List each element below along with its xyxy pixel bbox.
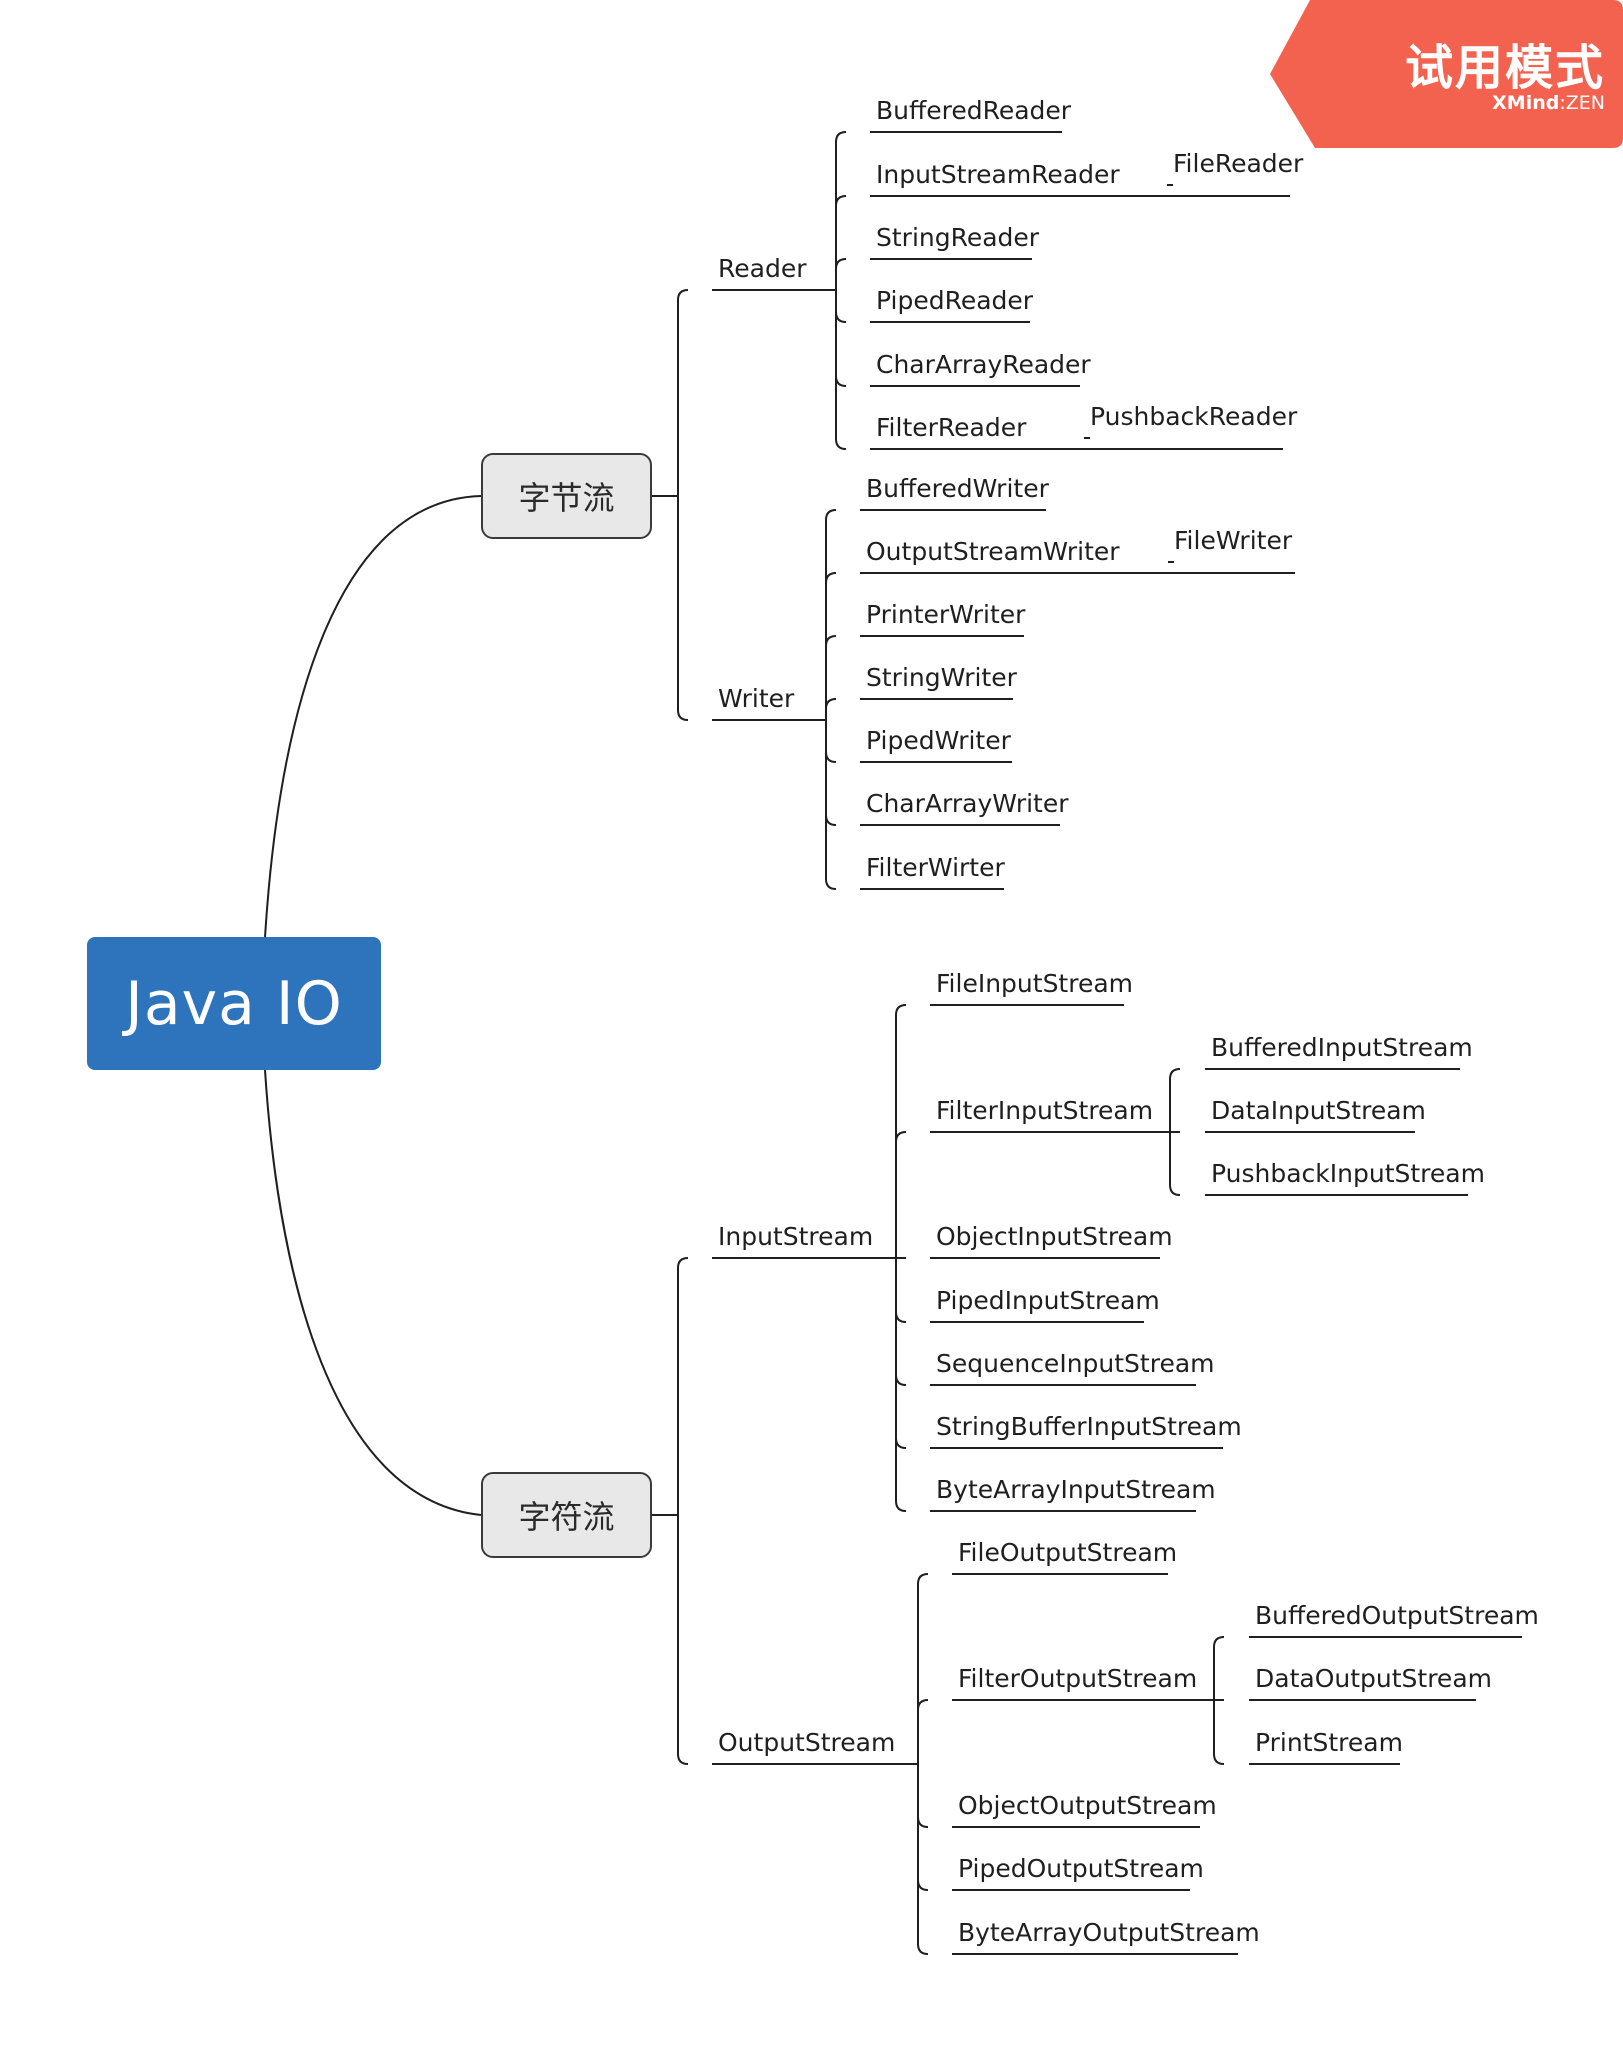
root-to-char-stream-curve <box>264 1069 482 1516</box>
input-stream-bracket-branch-1 <box>895 1131 907 1258</box>
main-topic-byte-stream[interactable]: 字节流 <box>481 453 652 539</box>
filter-reader[interactable]: FilterReader <box>876 413 1027 442</box>
input-stream-bracket-branch-3 <box>895 1258 907 1323</box>
byte-stream-bracket-branch-1 <box>677 496 689 721</box>
char-array-reader[interactable]: CharArrayReader <box>876 350 1091 379</box>
filter-output-stream[interactable]: FilterOutputStream <box>958 1664 1198 1693</box>
writer-bracket-branch-0 <box>825 509 837 720</box>
main-topic-label: 字符流 <box>518 1498 615 1536</box>
string-writer[interactable]: StringWriter <box>866 663 1017 692</box>
sequence-input-stream[interactable]: SequenceInputStream <box>936 1349 1215 1378</box>
writer-bracket-branch-5 <box>825 720 837 826</box>
char-array-writer[interactable]: CharArrayWriter <box>866 789 1069 818</box>
pushback-input-stream[interactable]: PushbackInputStream <box>1211 1159 1485 1188</box>
byte-array-output-stream[interactable]: ByteArrayOutputStream <box>958 1918 1260 1947</box>
xmind-zen-logo: XMind:ZEN <box>1375 92 1605 114</box>
input-stream-node[interactable]: InputStream <box>718 1222 874 1251</box>
main-topic-char-stream[interactable]: 字符流 <box>481 1472 652 1558</box>
file-output-stream[interactable]: FileOutputStream <box>958 1538 1178 1567</box>
reader-bracket-branch-5 <box>835 290 847 450</box>
byte-stream-bracket-branch-0 <box>677 289 689 496</box>
filter-input-stream[interactable]: FilterInputStream <box>936 1096 1154 1125</box>
printer-writer[interactable]: PrinterWriter <box>866 600 1026 629</box>
string-buffer-input-stream[interactable]: StringBufferInputStream <box>936 1412 1242 1441</box>
piped-output-stream[interactable]: PipedOutputStream <box>958 1854 1204 1883</box>
reader-node[interactable]: Reader <box>718 254 807 283</box>
output-stream-bracket-branch-4 <box>917 1764 929 1955</box>
input-stream-bracket-branch-5 <box>895 1258 907 1449</box>
root-to-byte-stream-curve <box>264 495 482 938</box>
byte-array-input-stream[interactable]: ByteArrayInputStream <box>936 1475 1216 1504</box>
main-topic-label: 字节流 <box>518 479 615 517</box>
reader-bracket-branch-1 <box>835 195 847 290</box>
brand-name: XMind <box>1492 92 1560 114</box>
object-output-stream[interactable]: ObjectOutputStream <box>958 1791 1217 1820</box>
data-input-stream[interactable]: DataInputStream <box>1211 1096 1426 1125</box>
piped-input-stream[interactable]: PipedInputStream <box>936 1286 1160 1315</box>
reader-bracket-branch-3 <box>835 290 847 323</box>
output-stream-bracket-branch-2 <box>917 1764 929 1828</box>
root-topic[interactable]: Java IO <box>87 937 381 1070</box>
input-stream-bracket-branch-0 <box>895 1004 907 1258</box>
input-stream-reader[interactable]: InputStreamReader <box>876 160 1120 189</box>
output-stream-bracket-branch-0 <box>917 1573 929 1764</box>
data-output-stream[interactable]: DataOutputStream <box>1255 1664 1492 1693</box>
buffered-reader[interactable]: BufferedReader <box>876 96 1072 125</box>
print-stream[interactable]: PrintStream <box>1255 1728 1403 1757</box>
buffered-writer[interactable]: BufferedWriter <box>866 474 1049 503</box>
trial-mode-badge: 试用模式 XMind:ZEN <box>1270 0 1623 148</box>
writer-node[interactable]: Writer <box>718 684 795 713</box>
pushback-reader[interactable]: PushbackReader <box>1090 402 1298 431</box>
badge-shape <box>1270 0 1623 148</box>
brand-separator: : <box>1559 92 1566 114</box>
writer-bracket-branch-6 <box>825 720 837 890</box>
piped-reader[interactable]: PipedReader <box>876 286 1034 315</box>
reader-bracket-branch-4 <box>835 290 847 387</box>
writer-bracket-branch-3 <box>825 698 837 720</box>
buffered-output-stream[interactable]: BufferedOutputStream <box>1255 1601 1539 1630</box>
input-stream-bracket-branch-6 <box>895 1258 907 1512</box>
char-stream-bracket-branch-0 <box>677 1257 689 1515</box>
writer-bracket-branch-1 <box>825 572 837 720</box>
buffered-input-stream[interactable]: BufferedInputStream <box>1211 1033 1473 1062</box>
writer-bracket-branch-4 <box>825 720 837 763</box>
reader-bracket-branch-0 <box>835 131 847 290</box>
char-stream-bracket-branch-1 <box>677 1515 689 1765</box>
file-writer[interactable]: FileWriter <box>1174 526 1293 555</box>
reader-bracket-branch-2 <box>835 258 847 290</box>
filter-input-stream-bracket-branch-0 <box>1169 1068 1181 1132</box>
output-stream-node[interactable]: OutputStream <box>718 1728 896 1757</box>
filter-output-stream-bracket-branch-2 <box>1213 1700 1225 1765</box>
filter-output-stream-bracket-branch-0 <box>1213 1636 1225 1700</box>
brand-edition: ZEN <box>1565 92 1605 114</box>
output-stream-bracket-branch-1 <box>917 1699 929 1764</box>
file-reader[interactable]: FileReader <box>1173 149 1304 178</box>
file-input-stream[interactable]: FileInputStream <box>936 969 1134 998</box>
filter-input-stream-bracket-branch-2 <box>1169 1132 1181 1196</box>
filter-wirter[interactable]: FilterWirter <box>866 853 1005 882</box>
string-reader[interactable]: StringReader <box>876 223 1040 252</box>
root-topic-label: Java IO <box>125 968 343 1039</box>
object-input-stream[interactable]: ObjectInputStream <box>936 1222 1173 1251</box>
output-stream-writer[interactable]: OutputStreamWriter <box>866 537 1120 566</box>
writer-bracket-branch-2 <box>825 635 837 720</box>
piped-writer[interactable]: PipedWriter <box>866 726 1011 755</box>
trial-mode-label: 试用模式 <box>1404 40 1605 96</box>
